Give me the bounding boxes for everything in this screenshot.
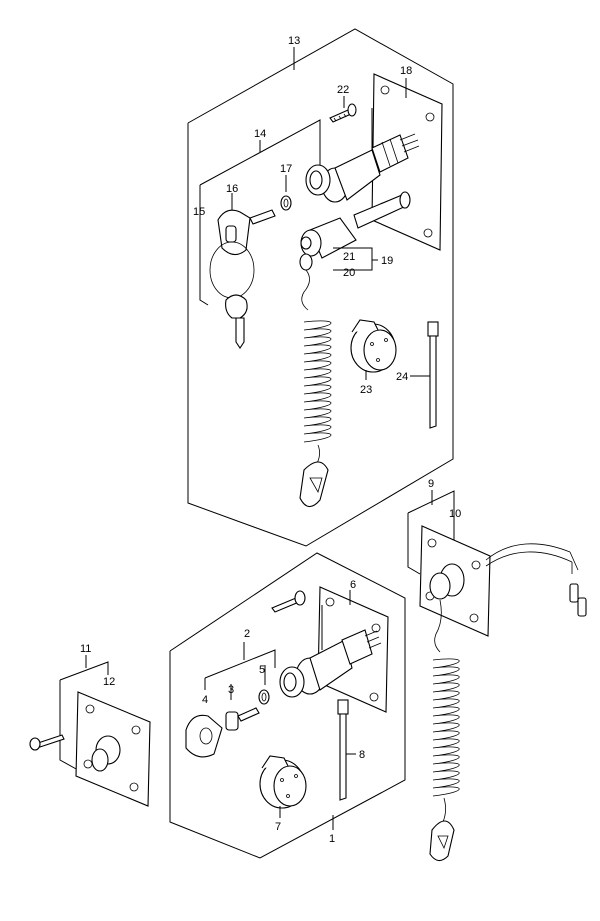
callout-16: 16 [226,183,238,195]
screw-22 [329,96,357,123]
callout-15: 15 [193,206,205,218]
callout-2: 2 [244,628,250,640]
cap-7 [259,755,307,818]
callout-24: 24 [396,371,408,383]
washer-17 [280,175,292,211]
callout-13: 13 [288,35,300,47]
callout-17: 17 [280,163,292,175]
callout-3: 3 [228,684,234,696]
cable-tie-24 [410,321,439,429]
kit-box-1 [169,552,406,859]
kit-box-13 [187,28,454,547]
callout-6: 6 [350,579,356,591]
callout-8: 8 [359,749,365,761]
callout-1: 1 [329,833,335,845]
callout-10: 10 [449,508,461,520]
callout-18: 18 [400,65,412,77]
cable-tie-8 [337,699,356,801]
callout-22: 22 [337,84,349,96]
callout-7: 7 [275,821,281,833]
callout-20: 20 [343,267,355,279]
switch-assembly-11 [29,655,151,807]
key-set-lower [185,642,276,758]
stop-switch-upper [299,191,411,508]
bracket-19-20-21 [333,247,378,271]
callout-19: 19 [381,255,393,267]
cap-23 [350,319,397,380]
callout-23: 23 [360,384,372,396]
screw-lower [271,590,306,613]
key-switch-lower [279,629,382,698]
callout-5: 5 [259,664,265,676]
callout-14: 14 [254,128,266,140]
stop-switch-assembly-9 [407,490,587,862]
callout-11: 11 [80,643,91,655]
callout-21: 21 [343,251,355,263]
key-switch-upper [305,108,420,203]
callout-12: 12 [103,676,115,688]
callout-4: 4 [202,694,208,706]
callout-9: 9 [428,478,434,490]
key-set-upper [199,119,321,349]
